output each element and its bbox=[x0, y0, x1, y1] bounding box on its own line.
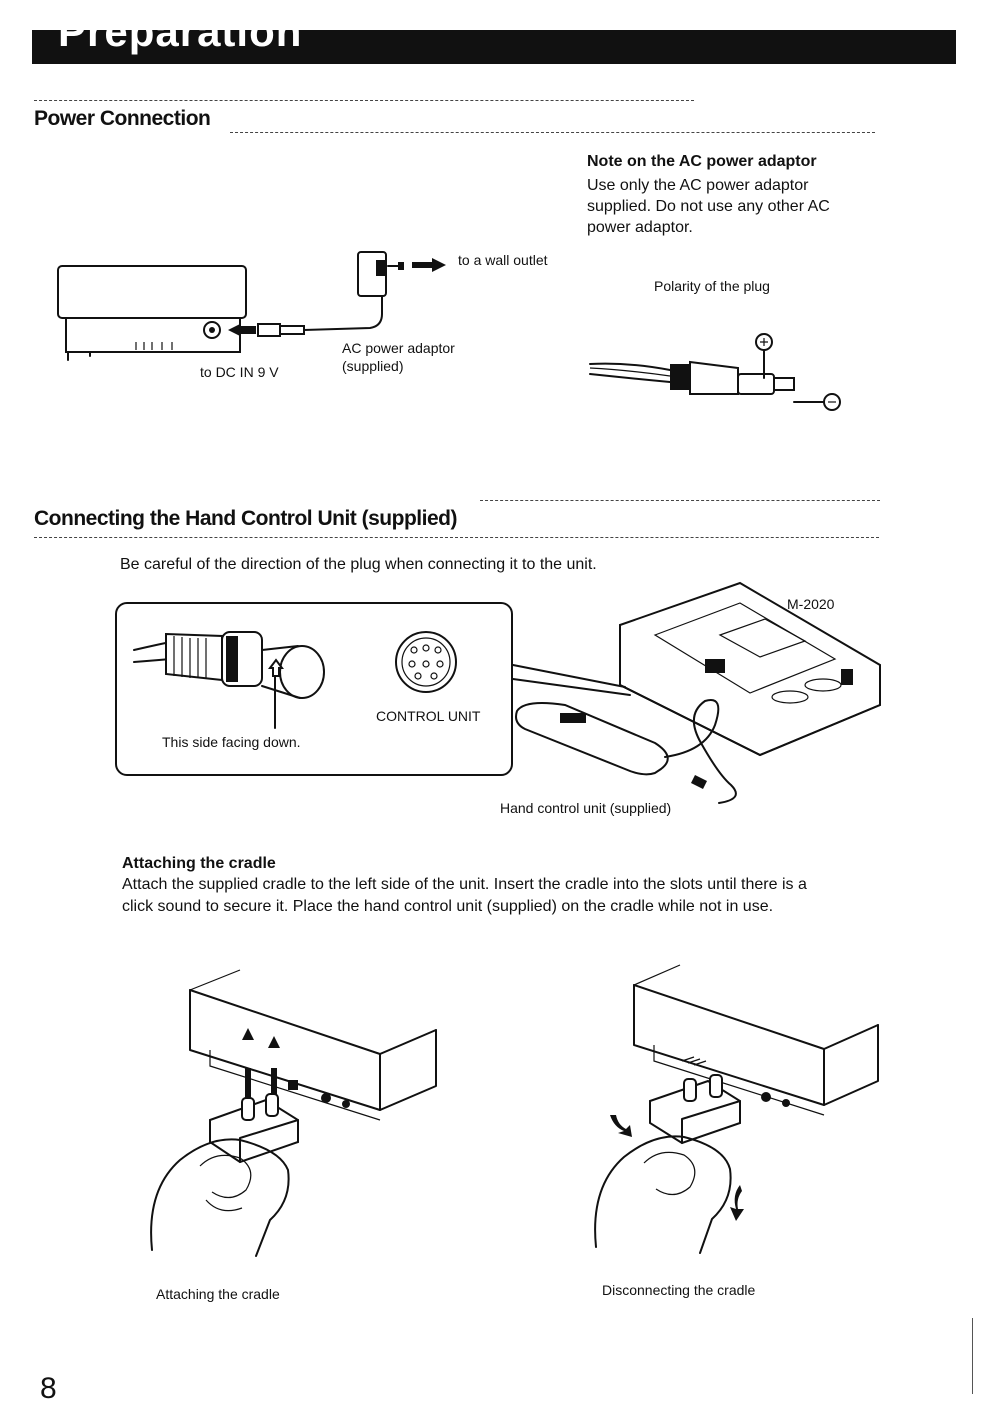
page-header-bar: Preparation bbox=[32, 30, 956, 64]
hand-control-intro: Be careful of the direction of the plug … bbox=[120, 556, 597, 573]
attach-cradle-illustration bbox=[150, 969, 437, 1257]
cradle-text-line: Attach the supplied cradle to the left s… bbox=[122, 876, 807, 893]
cradle-text-line: click sound to secure it. Place the hand… bbox=[122, 898, 774, 915]
label-adaptor-supplied: (supplied) bbox=[342, 358, 404, 374]
plug-detail-diagram bbox=[133, 631, 457, 729]
label-wall-outlet: to a wall outlet bbox=[458, 252, 548, 268]
note-line: Use only the AC power adaptor bbox=[587, 177, 809, 194]
divider bbox=[34, 537, 879, 538]
plug-detail-box bbox=[115, 602, 513, 776]
polarity-plug-diagram bbox=[589, 333, 841, 411]
note-line: supplied. Do not use any other AC bbox=[587, 198, 830, 215]
caption-attach: Attaching the cradle bbox=[156, 1286, 280, 1302]
page-number: 8 bbox=[40, 1372, 57, 1405]
divider bbox=[34, 100, 694, 101]
power-connection-title: Power Connection bbox=[34, 107, 211, 130]
recorder-and-hand-control-diagram bbox=[512, 581, 881, 804]
divider bbox=[480, 500, 880, 501]
margin-mark bbox=[972, 1318, 973, 1394]
note-title: Note on the AC power adaptor bbox=[587, 153, 817, 170]
polarity-label: Polarity of the plug bbox=[654, 278, 770, 294]
label-dc-in: to DC IN 9 V bbox=[200, 364, 279, 380]
cradle-title: Attaching the cradle bbox=[122, 855, 276, 872]
label-adaptor: AC power adaptor bbox=[342, 340, 455, 356]
label-hand-control-unit: Hand control unit (supplied) bbox=[500, 800, 672, 816]
label-model: M-2020 bbox=[787, 596, 835, 612]
caption-disconnect: Disconnecting the cradle bbox=[602, 1282, 756, 1298]
divider bbox=[230, 132, 875, 133]
label-side-facing-down: This side facing down. bbox=[162, 734, 301, 750]
power-connection-diagram bbox=[57, 251, 446, 361]
disconnect-cradle-illustration bbox=[594, 964, 879, 1254]
page-header-title: Preparation bbox=[58, 30, 303, 55]
note-line: power adaptor. bbox=[587, 219, 693, 236]
label-control-unit: CONTROL UNIT bbox=[376, 708, 481, 724]
hand-control-title: Connecting the Hand Control Unit (suppli… bbox=[34, 507, 457, 530]
